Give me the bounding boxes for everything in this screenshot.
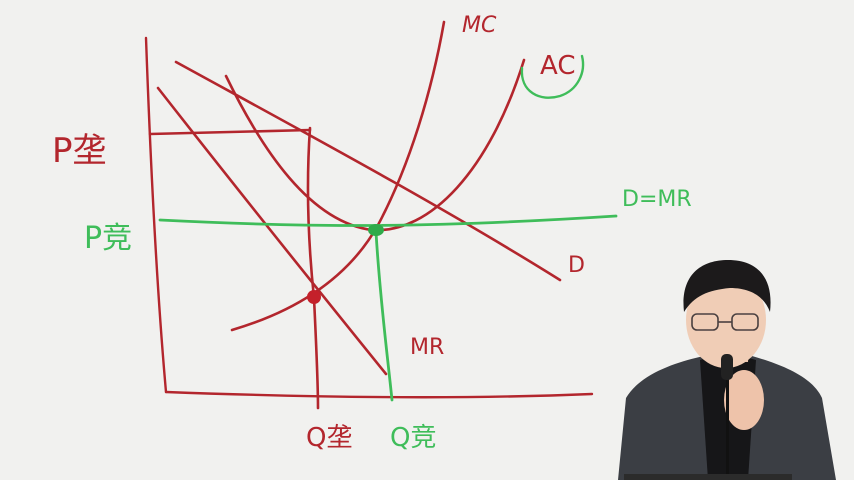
presenter-hand xyxy=(724,370,764,430)
monopoly-quantity-line-upper xyxy=(306,126,316,300)
desk-monitor xyxy=(624,474,792,480)
ac-label: AC xyxy=(540,51,575,81)
competitive-quantity-line xyxy=(374,230,394,402)
monopoly-equilibrium-point xyxy=(307,290,321,304)
demand-mr-label: D=MR xyxy=(622,187,692,212)
mr-label: MR xyxy=(410,335,444,360)
monopoly-quantity-label: Q垄 xyxy=(306,423,352,453)
microphone-icon xyxy=(721,354,733,380)
competitive-price-line xyxy=(158,214,618,227)
demand-label: D xyxy=(568,253,585,278)
y-axis xyxy=(144,36,168,394)
ac-curve xyxy=(224,58,526,232)
mc-label: MC xyxy=(462,13,497,38)
monopoly-quantity-line-lower xyxy=(312,296,320,410)
demand-curve xyxy=(174,60,562,282)
presenter-figure xyxy=(618,260,836,480)
competitive-quantity-label: Q竞 xyxy=(390,423,436,453)
presenter-hair xyxy=(683,260,771,312)
competitive-price-label: P竞 xyxy=(84,221,132,256)
competitive-equilibrium-point xyxy=(368,224,384,236)
mc-curve xyxy=(230,20,446,332)
monopoly-price-label: P垄 xyxy=(52,131,107,171)
presenter-face xyxy=(686,272,766,368)
lapel-mic-cable xyxy=(726,380,729,480)
ac-circle-mark xyxy=(520,54,585,99)
glasses-icon xyxy=(691,313,759,331)
x-axis xyxy=(164,390,594,399)
monopoly-price-line xyxy=(148,128,312,136)
mr-curve xyxy=(156,86,388,376)
